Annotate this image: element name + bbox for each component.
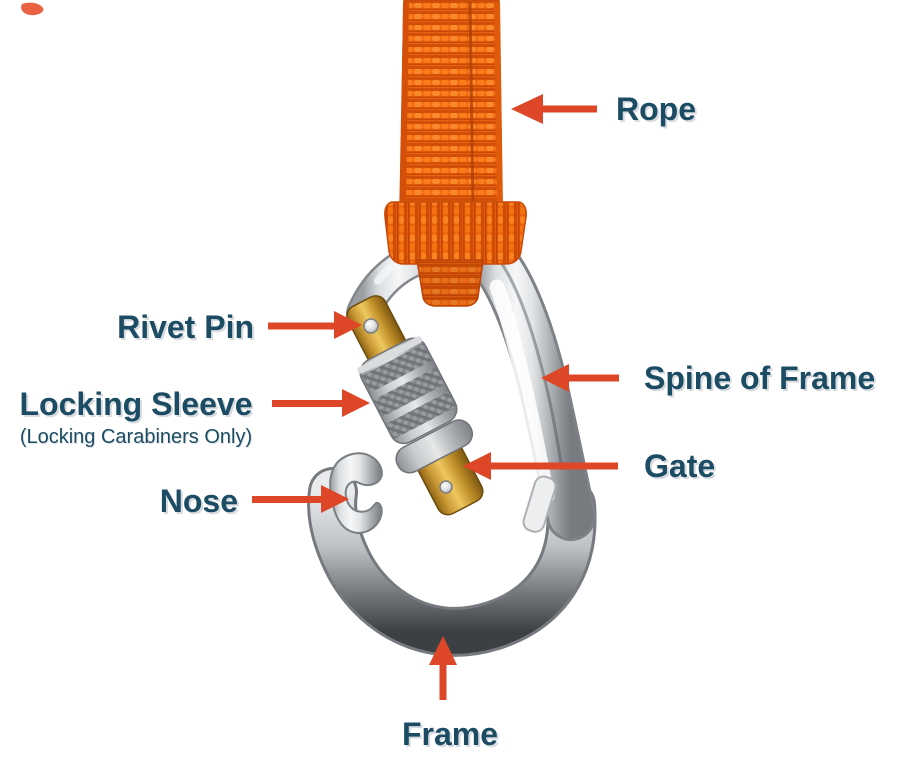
corner-mark — [21, 2, 44, 16]
label-gate: Gate — [644, 448, 716, 484]
label-frame: Frame — [401, 716, 499, 752]
label-spine-of-frame: Spine of Frame — [644, 360, 876, 396]
label-nose: Nose — [159, 483, 238, 519]
nose-shape — [329, 452, 383, 534]
spine-shape — [454, 222, 596, 541]
webbing-rope — [384, 0, 527, 307]
nose-arrow-right-icon — [252, 485, 349, 513]
rivet-pin-arrow-right-icon — [268, 311, 362, 339]
rope-arrow-left-icon — [511, 94, 597, 124]
label-locking-sleeve-subtext: (Locking Carabiners Only) — [19, 426, 253, 448]
spine-arrow-left-icon — [541, 364, 619, 392]
label-locking-sleeve-title: Locking Sleeve — [19, 386, 253, 422]
frame-arrow-up-icon — [429, 636, 457, 700]
locking-sleeve-shape — [357, 336, 474, 474]
gate-shape — [346, 295, 484, 516]
label-rivet-pin: Rivet Pin — [117, 309, 254, 345]
label-rope: Rope — [616, 91, 696, 127]
frame-shape — [307, 467, 597, 657]
label-locking-sleeve: Locking Sleeve (Locking Carabiners Only) — [0, 384, 272, 450]
gate-arrow-left-icon — [463, 452, 618, 480]
locking-sleeve-arrow-right-icon — [272, 389, 370, 417]
